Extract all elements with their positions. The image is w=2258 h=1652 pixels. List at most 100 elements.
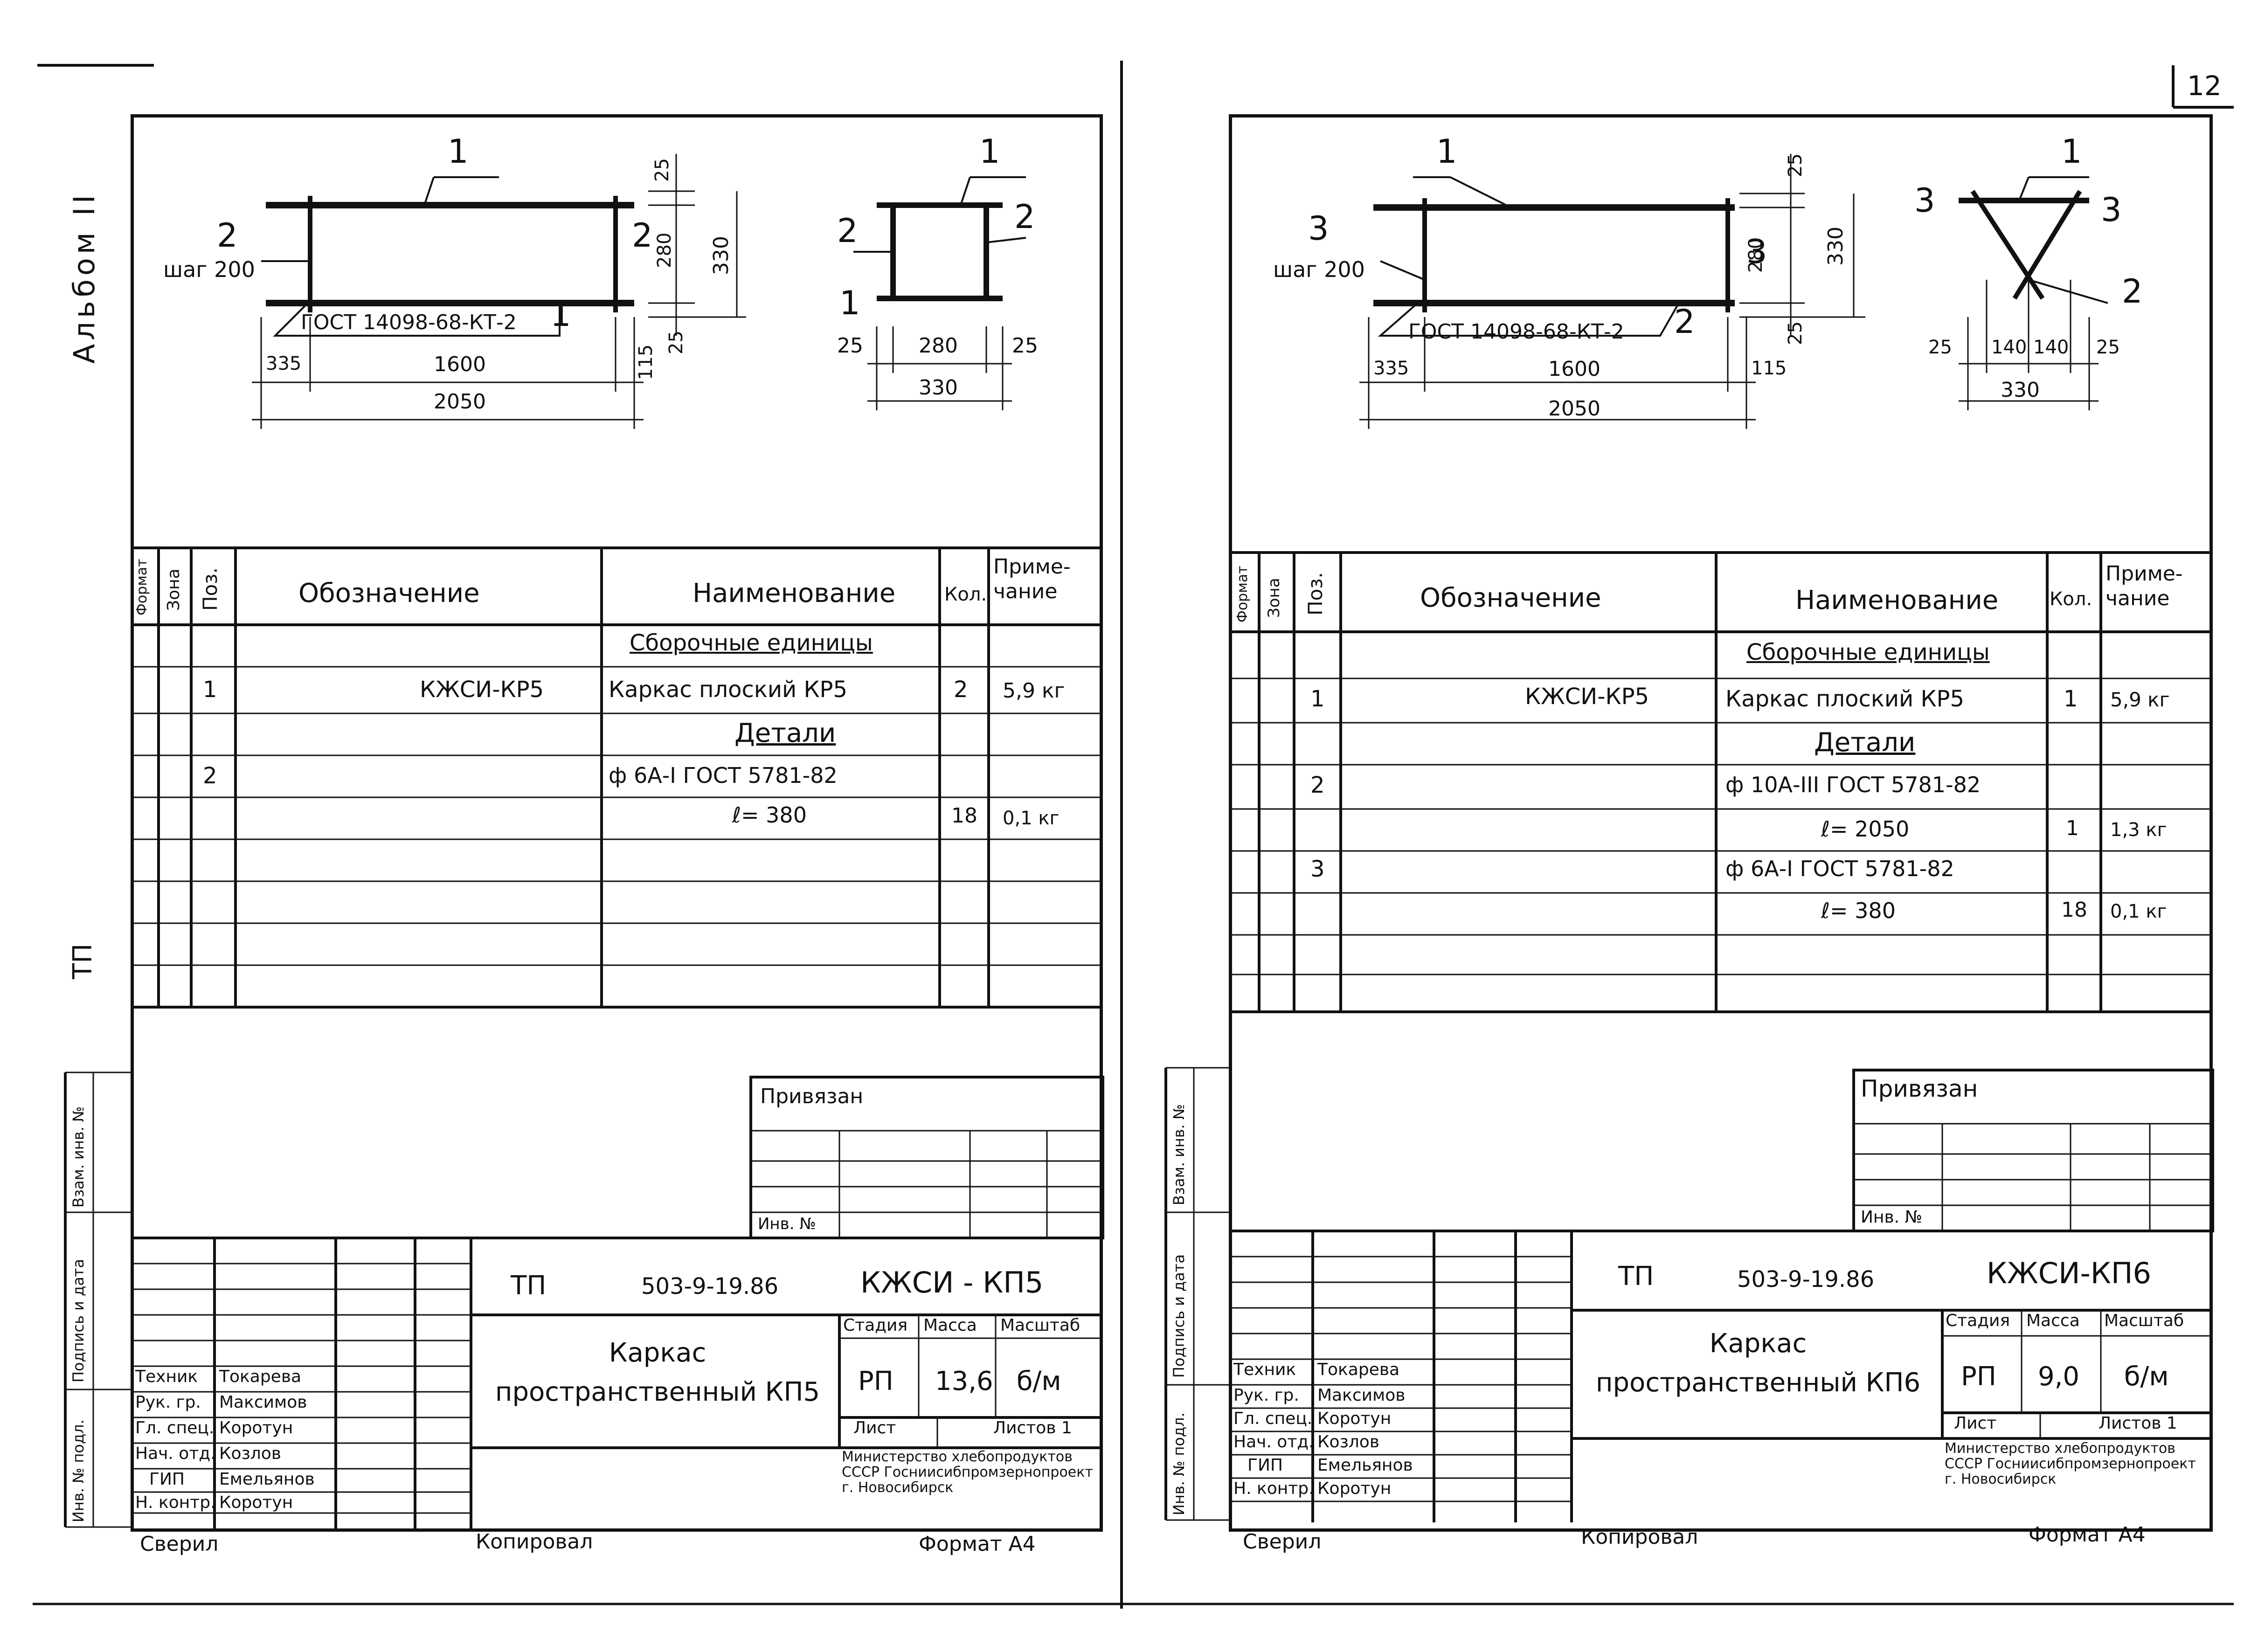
left-role-1: Техник [135,1367,198,1386]
right-row3b-qty: 18 [2061,898,2087,922]
right-row1-name: Каркас плоский КР5 [1725,686,1965,712]
right-row-details-heading: Детали [1814,727,1916,758]
left-pos-top: 1 [448,132,469,171]
right-role-1: Техник [1233,1360,1296,1379]
right-sheets-label: Листов 1 [2099,1414,2177,1433]
right-name-4: Козлов [1317,1432,1379,1452]
right-row2-pos: 2 [1310,772,1325,798]
left-row1-qty: 2 [954,677,968,703]
right-sec-dim-330: 330 [2001,378,2040,402]
left-row1-note: 5,9 кг [1003,679,1065,703]
right-project-code: 503-9-19.86 [1737,1266,1875,1293]
left-name-4: Козлов [219,1444,281,1463]
right-checked-label: Сверил [1243,1530,1322,1554]
left-role-3: Гл. спец. [135,1418,215,1438]
right-hdr-note: Приме- чание [2106,562,2183,610]
right-sheet-border [1229,114,2213,1532]
left-row2-pos: 2 [203,763,217,789]
left-pos-bottom: 1 [550,296,571,334]
right-format-label: Формат А4 [2029,1523,2146,1547]
right-privyazan-label: Привязан [1861,1075,1978,1102]
right-dim-335: 335 [1373,358,1409,379]
left-dim-335: 335 [266,353,302,374]
left-hdr-qty: Кол. [944,584,987,605]
right-stamp-inv-orig: Инв. № подл. [1170,1412,1188,1515]
right-step-label: шаг 200 [1273,257,1365,282]
right-row3b-note: 0,1 кг [2110,901,2167,922]
right-sec-dim-25b: 25 [2096,337,2120,358]
left-hdr-designation: Обозначение [298,578,480,608]
left-sec-pos-top: 1 [979,132,1000,171]
left-row1-designation: КЖСИ-КР5 [420,677,544,703]
right-scale-value: б/м [2124,1362,2169,1392]
left-row1-name: Каркас плоский КР5 [609,677,848,703]
right-pos-top: 1 [1436,132,1457,171]
left-pos-left: 2 [217,216,238,255]
right-sec-pos-left: 3 [1914,181,1935,220]
right-gost-label: ГОСТ 14098-68-КТ-2 [1408,320,1624,344]
right-sec-pos-mid: 2 [2122,272,2143,311]
right-pos-left: 3 [1308,209,1329,248]
right-row2-name: ф 10А-III ГОСТ 5781-82 [1725,772,1981,797]
right-sec-dim-140a: 140 [1991,337,2027,358]
left-doc-code: КЖСИ - КП5 [860,1265,1044,1299]
right-hdr-name: Наименование [1795,585,1999,615]
left-gost-label: ГОСТ 14098-68-КТ-2 [301,311,517,334]
right-hdr-qty: Кол. [2050,588,2092,610]
left-project-code: 503-9-19.86 [641,1273,779,1299]
right-role-5: ГИП [1247,1456,1283,1475]
left-row2-name: ф 6А-I ГОСТ 5781-82 [609,763,838,788]
right-copied-label: Копировал [1581,1525,1698,1549]
left-stage-value: РП [858,1366,894,1396]
left-row-assembly-heading: Сборочные единицы [630,630,873,656]
left-scale-value: б/м [1017,1366,1061,1396]
left-pos-right: 2 [632,216,653,255]
right-pos-bottom: 2 [1674,303,1695,341]
right-row1-qty: 1 [2064,686,2078,712]
left-step-label: шаг 200 [163,257,255,282]
left-project-label: ТП [511,1271,547,1301]
right-row1-note: 5,9 кг [2110,688,2170,711]
left-checked-label: Сверил [140,1532,219,1556]
right-mass-label: Масса [2026,1311,2080,1330]
left-row1-pos: 1 [203,677,217,703]
left-name-3: Коротун [219,1418,293,1438]
right-row2b-name: ℓ= 2050 [1821,816,1910,842]
left-role-6: Н. контр. [135,1493,216,1512]
left-row2b-name: ℓ= 380 [732,802,807,828]
right-inv-label: Инв. № [1861,1208,1923,1227]
right-hdr-designation: Обозначение [1420,583,1601,613]
left-format-label: Формат А4 [919,1532,1036,1556]
left-sheet-border [131,114,1103,1532]
right-sec-dim-25a: 25 [1928,337,1952,358]
left-role-2: Рук. гр. [135,1393,201,1412]
right-stamp-signature-date: Подпись и дата [1170,1254,1188,1378]
left-hdr-note: Приме- чание [993,555,1071,603]
left-scale-label: Масштаб [1000,1316,1081,1335]
right-sec-pos-top: 1 [2061,132,2082,171]
left-row2b-qty: 18 [951,804,977,828]
right-sec-pos-right: 3 [2101,191,2122,229]
right-row-assembly-heading: Сборочные единицы [1746,639,1990,665]
right-stamp-replace-inv: Взам. инв. № [1170,1104,1188,1205]
left-row-details-heading: Детали [734,718,836,748]
right-project-label: ТП [1618,1261,1654,1292]
left-sec-pos-bottom: 1 [839,284,860,322]
right-dim-115: 115 [1751,358,1787,379]
left-copied-label: Копировал [476,1530,593,1554]
left-row2b-note: 0,1 кг [1003,808,1060,829]
left-privyazan-label: Привязан [760,1085,864,1108]
left-doc-title: Каркас пространственный КП5 [495,1338,820,1407]
right-sec-dim-140b: 140 [2033,337,2069,358]
right-row3-name: ф 6А-I ГОСТ 5781-82 [1725,856,1954,881]
left-dim-1600: 1600 [434,353,486,376]
right-name-1: Токарева [1317,1360,1400,1379]
